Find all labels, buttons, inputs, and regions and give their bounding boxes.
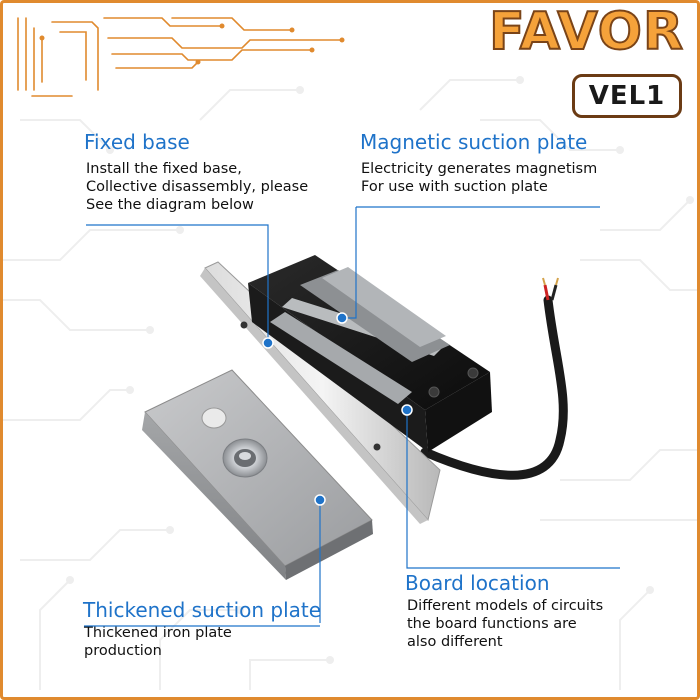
magnetic-plate-desc-line-1: Electricity generates magnetism [361,161,598,177]
thickened-plate-title: Thickened suction plate [83,598,322,622]
fixed-base-desc-line-3: See the diagram below [86,197,254,213]
magnetic-plate-title: Magnetic suction plate [360,130,588,154]
brand-logo: FAVOR [488,1,684,63]
circuit-logo-icon [17,17,345,97]
board-location-title: Board location [405,571,550,595]
thickened-plate-desc-line-1: Thickened iron plate [84,625,232,641]
board-location-desc-line-1: Different models of circuits [407,598,604,614]
fixed-base-desc-line-1: Install the fixed base, [86,161,242,177]
board-location-desc-line-2: the board functions are [407,616,577,632]
fixed-base-desc-line-2: Collective disassembly, please [86,179,309,195]
thickened-plate-desc-line-2: production [84,643,162,659]
board-location-desc-line-3: also different [407,634,503,650]
magnetic-plate-desc-line-2: For use with suction plate [361,179,548,195]
model-badge: VEL1 [572,74,682,118]
fixed-base-title: Fixed base [84,130,190,154]
